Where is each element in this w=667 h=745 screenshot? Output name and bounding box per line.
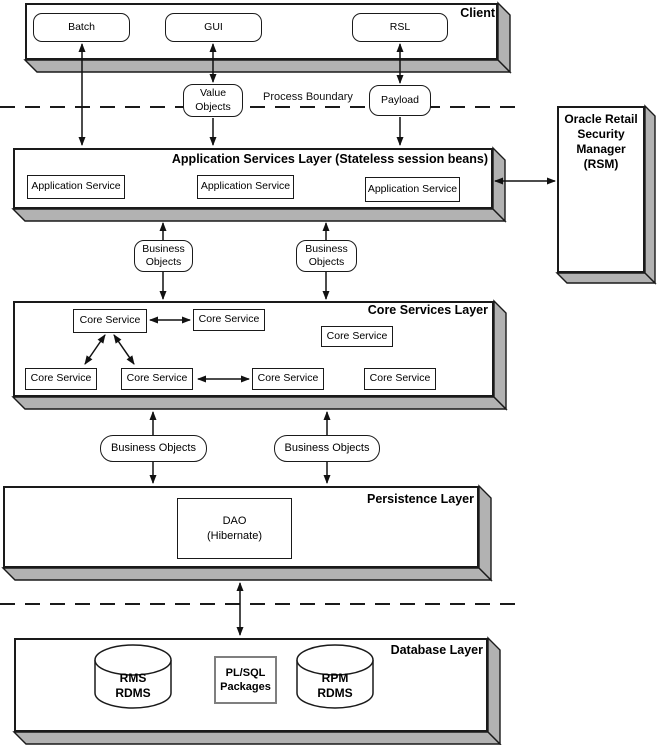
process-boundary-label: Process Boundary bbox=[263, 91, 353, 103]
database-layer-depth-bottom bbox=[12, 731, 502, 745]
rms-label-line1: RMS bbox=[119, 671, 147, 685]
business-objects-pill: Business Objects bbox=[100, 435, 207, 462]
app-services-layer-title: Application Services Layer (Stateless se… bbox=[171, 152, 488, 166]
persistence-layer-depth-right bbox=[478, 484, 492, 582]
core-service-box: Core Service bbox=[364, 368, 436, 390]
business-objects-pill: Business Objects bbox=[296, 240, 357, 272]
rpm-label-line1: RPM bbox=[321, 671, 349, 685]
rsl-node: RSL bbox=[352, 13, 448, 42]
database-layer-depth-right bbox=[487, 636, 501, 745]
application-service-box: Application Service bbox=[197, 175, 294, 199]
rpm-label-line2: RDMS bbox=[317, 686, 353, 700]
business-objects-pill: Business Objects bbox=[274, 435, 380, 462]
rms-label-line2: RDMS bbox=[115, 686, 151, 700]
application-service-box: Application Service bbox=[27, 175, 125, 199]
plsql-label-line2: Packages bbox=[220, 681, 271, 693]
rsm-title: Oracle Retail Security Manager (RSM) bbox=[564, 112, 638, 171]
rsm-box bbox=[557, 106, 645, 273]
core-service-box: Core Service bbox=[193, 309, 265, 331]
persistence-layer-depth-bottom bbox=[1, 567, 493, 581]
plsql-packages-box: PL/SQL Packages bbox=[214, 656, 277, 704]
client-layer-title: Client bbox=[460, 6, 495, 20]
plsql-label-line1: PL/SQL bbox=[225, 667, 266, 679]
business-objects-pill: Business Objects bbox=[134, 240, 193, 272]
client-layer-depth-bottom bbox=[23, 59, 512, 73]
rsm-depth-bottom bbox=[555, 272, 657, 284]
persistence-layer-title: Persistence Layer bbox=[366, 492, 474, 506]
app-layer-depth-bottom bbox=[11, 208, 507, 222]
core-layer-depth-right bbox=[493, 299, 507, 411]
application-service-box: Application Service bbox=[365, 177, 460, 202]
core-service-box: Core Service bbox=[321, 326, 393, 347]
value-objects-pill: Value Objects bbox=[183, 84, 243, 117]
core-services-layer-title: Core Services Layer bbox=[367, 303, 488, 317]
rms-rdms-label: RMS RDMS bbox=[95, 671, 171, 701]
core-service-box: Core Service bbox=[73, 309, 147, 333]
core-service-box: Core Service bbox=[121, 368, 193, 390]
core-service-box: Core Service bbox=[25, 368, 97, 390]
gui-node: GUI bbox=[165, 13, 262, 42]
core-service-box: Core Service bbox=[252, 368, 324, 390]
rpm-rdms-label: RPM RDMS bbox=[297, 671, 373, 701]
dao-box: DAO (Hibernate) bbox=[177, 498, 292, 559]
app-layer-depth-right bbox=[492, 146, 506, 223]
rsm-depth-right bbox=[644, 104, 656, 285]
core-layer-depth-bottom bbox=[11, 396, 508, 410]
dao-label-line2: (Hibernate) bbox=[206, 529, 263, 542]
client-layer-depth-right bbox=[497, 1, 511, 74]
payload-pill: Payload bbox=[369, 85, 431, 116]
batch-node: Batch bbox=[33, 13, 130, 42]
dao-label-line1: DAO bbox=[222, 514, 247, 527]
database-layer-title: Database Layer bbox=[390, 643, 483, 657]
